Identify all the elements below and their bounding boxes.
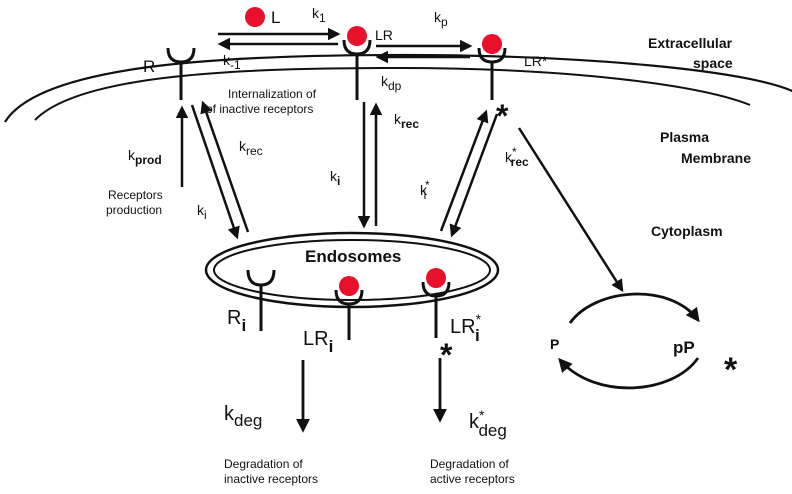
- p-label: P: [550, 336, 559, 352]
- region-labels: Extracellular space Plasma Membrane Cyto…: [648, 35, 751, 239]
- krec-rate-r: krec: [239, 138, 263, 158]
- ligand-label: L: [271, 8, 280, 27]
- extracellular-label-1: Extracellular: [648, 35, 733, 51]
- ki-rate-r: ki: [197, 202, 207, 222]
- receptor-lr-star: LR* *: [477, 34, 548, 134]
- kdeg-star-rate: k*deg: [469, 407, 507, 440]
- receptors-production-label-1: Receptors: [108, 188, 163, 202]
- lrstar-label: LR*: [524, 53, 548, 69]
- phosphorylation-cycle: P pP *: [550, 292, 738, 390]
- lri-label: LRi: [303, 328, 333, 356]
- degradation-active-label-1: Degradation of: [430, 457, 509, 471]
- membrane-label-2: Membrane: [681, 150, 751, 166]
- kdp-rate: kdp: [381, 73, 402, 93]
- receptor-lr: LR: [342, 26, 393, 100]
- receptor-ri: Ri: [227, 269, 276, 335]
- kdeg-rate: kdeg: [224, 403, 262, 430]
- ki-rate-lr: ki: [330, 168, 340, 188]
- ligand-circle: [245, 7, 265, 27]
- degradation-active-label-2: active receptors: [430, 472, 515, 486]
- receptor-lri-star: LR*i *: [421, 268, 482, 373]
- r-trafficking: krec ki: [190, 100, 263, 240]
- lrstar-ligand-circle: [482, 34, 502, 54]
- endosome-active-star: *: [440, 337, 453, 373]
- krec-star-rate: k*rec: [505, 145, 529, 169]
- membrane-label-1: Plasma: [660, 129, 709, 145]
- internalization-label-1: Internalization of: [228, 87, 317, 101]
- ki-star-rate: k*i: [420, 178, 430, 202]
- extracellular-label-2: space: [693, 55, 733, 71]
- degradation-inactive-label-2: inactive receptors: [224, 472, 318, 486]
- receptor-r-label: R: [143, 57, 155, 76]
- signaling-arrow: [517, 127, 624, 293]
- degradation-active: k*deg Degradation of active receptors: [430, 358, 515, 486]
- endosomes-label: Endosomes: [305, 247, 401, 266]
- receptor-r: R: [143, 47, 196, 100]
- membrane-active-star: *: [496, 98, 509, 134]
- lr-label: LR: [375, 27, 393, 43]
- surface-reactions: k1 k-1 kp kdp: [217, 5, 473, 93]
- lr-trafficking: krec ki: [330, 102, 419, 229]
- cytoplasm-label: Cytoplasm: [651, 223, 723, 239]
- kprod-rate: kprod: [128, 147, 162, 167]
- internalization-label-2: of inactive receptors: [206, 102, 313, 116]
- krec-rate-lr: krec: [394, 111, 419, 131]
- degradation-inactive-label-1: Degradation of: [224, 457, 303, 471]
- lristar-ligand-circle: [426, 268, 446, 288]
- pp-active-star: *: [724, 351, 738, 389]
- k1-rate: k1: [312, 5, 326, 25]
- degradation-inactive: kdeg Degradation of inactive receptors: [224, 360, 318, 486]
- receptor-lri: LRi: [303, 276, 364, 356]
- lrstar-trafficking: k*i k*rec: [420, 109, 529, 238]
- lristar-label: LR*i: [450, 311, 482, 345]
- ligand: L: [245, 7, 280, 27]
- kp-rate: kp: [434, 9, 448, 29]
- lri-ligand-circle: [339, 276, 359, 296]
- km1-rate: k-1: [223, 52, 241, 72]
- receptors-production-label-2: production: [106, 203, 162, 217]
- ri-label: Ri: [227, 307, 246, 335]
- pp-label: pP: [673, 338, 695, 357]
- production-flux: kprod Receptors production: [106, 105, 189, 217]
- plasma-membrane: [4, 53, 792, 123]
- endosomes: Endosomes: [204, 231, 500, 309]
- lr-ligand-circle: [347, 26, 367, 46]
